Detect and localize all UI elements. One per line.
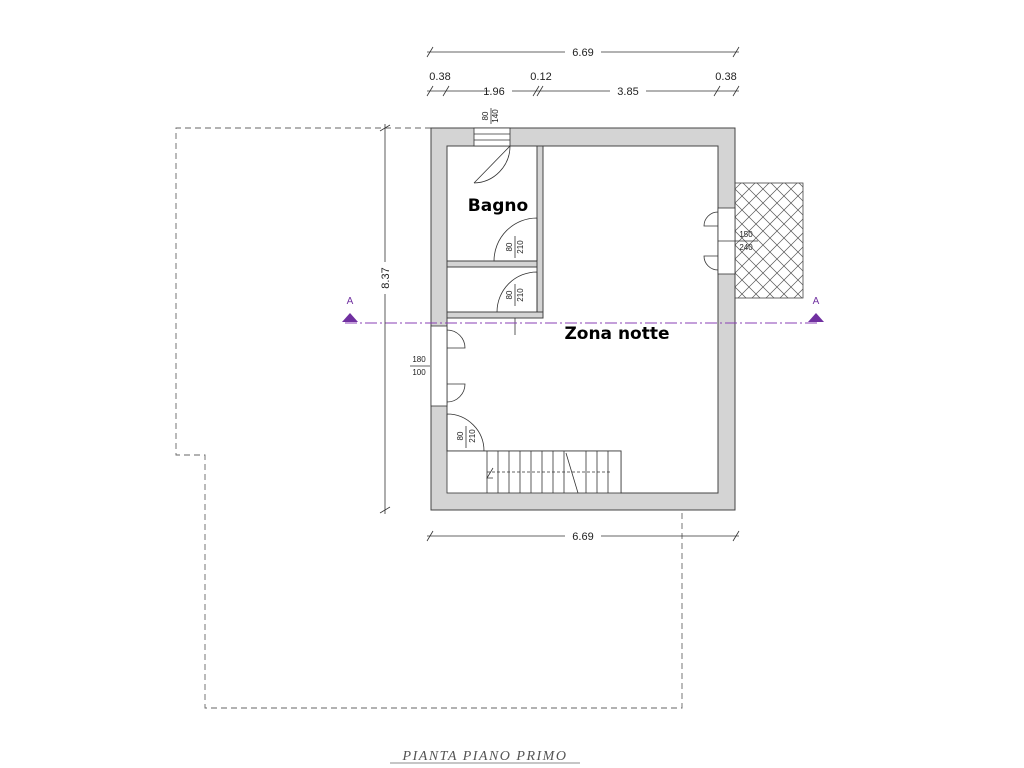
svg-text:80: 80 (505, 290, 514, 299)
room-label-bagno: Bagno (468, 196, 528, 216)
balcony (734, 182, 804, 299)
section-label-left: A (347, 296, 354, 307)
svg-text:80: 80 (505, 242, 514, 251)
door-closet-label: 80 210 (505, 284, 525, 306)
svg-text:80: 80 (456, 431, 465, 440)
section-label-right: A (813, 296, 820, 307)
svg-text:6.69: 6.69 (572, 47, 593, 59)
partition-closet-bottom (446, 311, 544, 319)
dimension-left-height: 8.37 (376, 124, 394, 514)
partition-bagno-vertical (536, 145, 544, 319)
window-left (430, 325, 448, 407)
dimension-top-parts: 0.38 0.12 0.38 1.96 3.85 (426, 71, 740, 98)
door-stair (446, 413, 485, 452)
dimension-bottom-total: 6.69 (426, 530, 740, 543)
svg-text:8.37: 8.37 (380, 267, 392, 288)
staircase (446, 450, 622, 494)
svg-text:1.96: 1.96 (483, 86, 504, 98)
svg-text:0.12: 0.12 (530, 71, 551, 83)
section-marker-right-icon (808, 313, 824, 322)
svg-text:180: 180 (412, 355, 426, 364)
door-bagno (493, 217, 538, 262)
window-top-label: 80 140 (481, 108, 500, 124)
svg-text:80: 80 (481, 111, 490, 120)
svg-text:240: 240 (739, 243, 753, 252)
svg-text:150: 150 (739, 230, 753, 239)
svg-text:6.69: 6.69 (572, 531, 593, 543)
plan-title: PIANTA PIANO PRIMO (402, 749, 568, 764)
svg-text:100: 100 (412, 368, 426, 377)
door-stair-label: 80 210 (456, 426, 477, 448)
svg-text:210: 210 (468, 429, 477, 443)
room-label-zona-notte: Zona notte (564, 324, 669, 344)
window-right-label: 150 240 (718, 230, 758, 252)
window-left-label: 180 100 (410, 355, 430, 377)
svg-text:210: 210 (516, 288, 525, 302)
window-top (473, 127, 511, 147)
lower-floor-outline (175, 127, 683, 709)
partition-bagno-bottom (446, 260, 538, 268)
section-marker-left-icon (342, 313, 358, 322)
dimension-top-total: 6.69 (426, 46, 740, 59)
svg-text:0.38: 0.38 (429, 71, 450, 83)
svg-text:140: 140 (491, 109, 500, 123)
door-closet (496, 271, 538, 313)
svg-text:3.85: 3.85 (617, 86, 638, 98)
svg-text:0.38: 0.38 (715, 71, 736, 83)
door-bagno-label: 80 210 (505, 236, 525, 258)
svg-text:210: 210 (516, 240, 525, 254)
